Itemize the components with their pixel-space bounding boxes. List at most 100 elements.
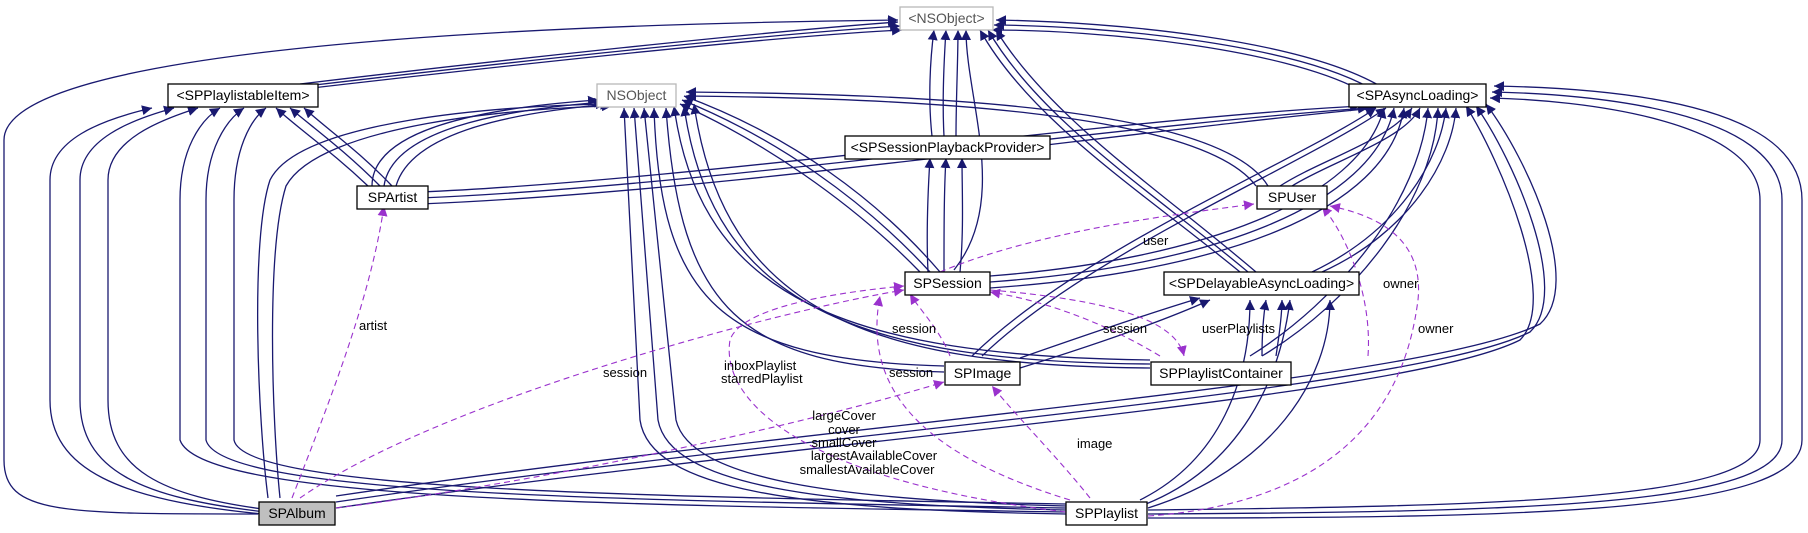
edge-spartist-playlistable-2 (289, 107, 381, 187)
label-owner-playlist: owner (1418, 321, 1454, 336)
node-spasyncloading-label: <SPAsyncLoading> (1357, 87, 1479, 103)
label-large-cover: largeCover (812, 408, 876, 423)
label-starred-playlist: starredPlaylist (721, 371, 803, 386)
edge-spplaylist-playlistable-2 (205, 107, 1067, 509)
edge-spplaylist-nsobject-3 (640, 107, 1067, 507)
node-spsession[interactable]: SPSession (904, 271, 991, 296)
edge-spsession-async-1 (989, 107, 1387, 277)
edge-async-nsobjectprotocol-2 (993, 20, 1371, 89)
edge-spuser-async-1 (1279, 107, 1413, 187)
edge-use-session-container (989, 288, 1161, 357)
edge-spsession-nsobject-2 (681, 99, 931, 273)
label-user: user (1143, 233, 1169, 248)
edge-use-userplaylists (989, 289, 1187, 357)
edge-spartist-nsobject-1 (371, 95, 599, 187)
edge-playlistable-nsobjectprotocol-3 (311, 25, 903, 89)
node-spartist[interactable]: SPArtist (356, 185, 429, 210)
edge-use-session-image (909, 293, 951, 357)
edge-container-delayable-1 (1259, 299, 1270, 357)
node-nsobject-protocol-label: <NSObject> (908, 10, 984, 26)
edge-spimage-async-2 (981, 107, 1387, 357)
edge-spplaylist-nsobject-1 (619, 107, 1067, 515)
edge-spalbum-nsobject-1 (256, 99, 607, 499)
label-smallest-available-cover: smallestAvailableCover (800, 462, 936, 477)
inheritance-edges (3, 15, 1803, 519)
edge-spplaylist-async-3 (1147, 81, 1803, 519)
edge-playlistable-nsobjectprotocol-1 (299, 17, 899, 85)
label-cover: cover (828, 422, 860, 437)
usage-edges (291, 200, 1420, 517)
edge-delayable-nsobjectprotocol-2 (987, 29, 1249, 273)
edge-spsession-nsobject-1 (679, 103, 921, 273)
label-user-playlists: userPlaylists (1202, 321, 1275, 336)
edge-spplaylist-delayable-2 (1145, 299, 1294, 505)
edge-use-image (991, 385, 1091, 499)
node-nsobject-protocol[interactable]: <NSObject> (899, 6, 994, 31)
nodes: <NSObject> <SPPlaylistableItem> NSObject… (167, 6, 1487, 526)
node-nsobject[interactable]: NSObject (596, 83, 677, 108)
node-spsessionplaybackprovider-label: <SPSessionPlaybackProvider> (851, 139, 1045, 155)
edge-container-nsobject-3 (690, 103, 1151, 369)
edge-spsession-playback-3 (957, 157, 968, 273)
node-spdelayableasyncloading[interactable]: <SPDelayableAsyncLoading> (1163, 271, 1360, 296)
node-spasyncloading[interactable]: <SPAsyncLoading> (1348, 83, 1487, 108)
edge-spsession-playback-1 (924, 157, 935, 273)
node-spplaylist-label: SPPlaylist (1075, 505, 1138, 521)
edge-spplaylist-async-1 (1147, 93, 1761, 511)
edge-spimage-delayable-1 (1019, 296, 1201, 359)
label-session-playlist: session (889, 365, 933, 380)
edge-use-session-playlist (873, 295, 1071, 501)
edge-spimage-nsobject-2 (661, 107, 945, 373)
node-nsobject-label: NSObject (607, 87, 667, 103)
edge-container-async-1 (1249, 107, 1433, 357)
node-spalbum[interactable]: SPAlbum (258, 501, 336, 526)
edge-spplaylist-playlistable-3 (233, 107, 1067, 505)
edge-spimage-delayable-2 (1019, 299, 1211, 369)
edge-spplaylist-delayable-1 (1139, 299, 1255, 501)
edge-labels: artist session inboxPlaylist starredPlay… (359, 233, 1454, 477)
edge-spplaylist-delayable-3 (1147, 299, 1335, 509)
label-largest-available-cover: largestAvailableCover (811, 448, 938, 463)
node-spplaylist[interactable]: SPPlaylist (1065, 501, 1148, 526)
node-spsession-label: SPSession (913, 275, 981, 291)
node-spplaylistcontainer-label: SPPlaylistContainer (1159, 365, 1283, 381)
node-spimage[interactable]: SPImage (944, 361, 1021, 386)
edge-container-delayable-2 (1275, 299, 1287, 357)
edge-spalbum-playlistable-3 (107, 106, 271, 511)
node-spsessionplaybackprovider[interactable]: <SPSessionPlaybackProvider> (844, 135, 1051, 160)
edge-spartist-nsobject-2 (383, 97, 605, 187)
label-owner-container: owner (1383, 276, 1419, 291)
edge-async-nsobjectprotocol-1 (995, 15, 1381, 87)
edge-use-artist (291, 205, 388, 499)
edge-delayable-nsobjectprotocol-1 (979, 29, 1241, 273)
edge-async-nsobjectprotocol-3 (991, 25, 1361, 91)
edge-container-nsobject-2 (680, 105, 1151, 365)
edge-spalbum-playlistable-1 (49, 105, 263, 515)
edge-spalbum-nsobject-2 (271, 101, 613, 499)
node-spplaylistableitem-label: <SPPlaylistableItem> (176, 87, 309, 103)
edge-spsession-playback-2 (940, 157, 951, 273)
edge-spimage-async-1 (971, 107, 1377, 357)
node-spalbum-label: SPAlbum (268, 505, 325, 521)
node-spartist-label: SPArtist (368, 189, 418, 205)
edge-playback-nsobjectprotocol-2 (940, 29, 951, 137)
node-spdelayableasyncloading-label: <SPDelayableAsyncLoading> (1169, 275, 1354, 291)
edge-spalbum-nsobjectprotocol (3, 15, 899, 515)
edge-spplaylist-nsobject-2 (629, 107, 1067, 511)
edge-spartist-nsobject-3 (395, 99, 611, 187)
edge-spplaylist-playlistable-1 (179, 107, 1067, 513)
edge-spartist-playlistable-1 (275, 107, 369, 187)
edge-delayable-async-1 (1311, 107, 1450, 273)
edge-spsession-nsobject-3 (683, 94, 941, 273)
edge-use-owner-playlist (1147, 203, 1420, 517)
edge-delayable-nsobjectprotocol-3 (995, 29, 1257, 273)
edge-spartist-playlistable-3 (303, 107, 393, 187)
label-inbox-playlist: inboxPlaylist (724, 358, 797, 373)
node-spuser-label: SPUser (1268, 189, 1317, 205)
edge-use-inbox-starred (728, 281, 1067, 513)
node-spplaylistableitem[interactable]: <SPPlaylistableItem> (167, 83, 319, 108)
node-spplaylistcontainer[interactable]: SPPlaylistContainer (1150, 361, 1292, 386)
label-image: image (1077, 436, 1112, 451)
node-spuser[interactable]: SPUser (1256, 185, 1328, 210)
